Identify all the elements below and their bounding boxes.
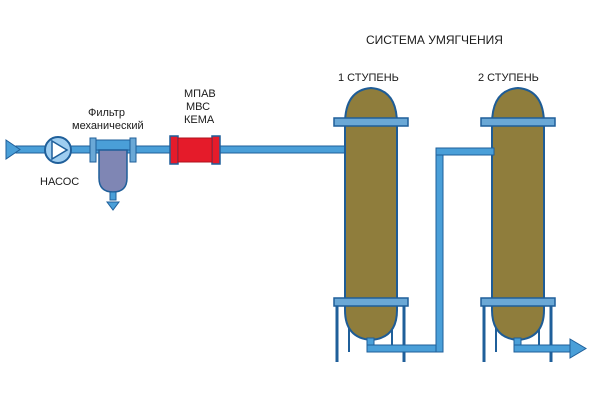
dosing-unit-icon — [169, 135, 221, 165]
connecting-pipes — [366, 147, 573, 353]
filter-icon — [89, 137, 137, 211]
dosing-label-line2: МВС — [186, 101, 211, 113]
stage-2-label: 2 СТУПЕНЬ — [478, 72, 539, 84]
filter-label-line2: механический — [72, 120, 144, 132]
tank-stage-2 — [480, 86, 556, 362]
outlet-arrow-icon — [569, 338, 587, 359]
dosing-label-line3: КЕМА — [184, 114, 215, 126]
inlet-arrow-icon — [5, 139, 21, 160]
pump-icon — [44, 136, 72, 164]
filter-label-line1: Фильтр — [88, 107, 125, 119]
dosing-label-line1: МПАВ — [184, 88, 216, 100]
stage-1-label: 1 СТУПЕНЬ — [338, 72, 399, 84]
diagram-title: СИСТЕМА УМЯГЧЕНИЯ — [366, 33, 503, 47]
tank-stage-1 — [333, 86, 409, 362]
pump-label: НАСОС — [40, 176, 80, 188]
